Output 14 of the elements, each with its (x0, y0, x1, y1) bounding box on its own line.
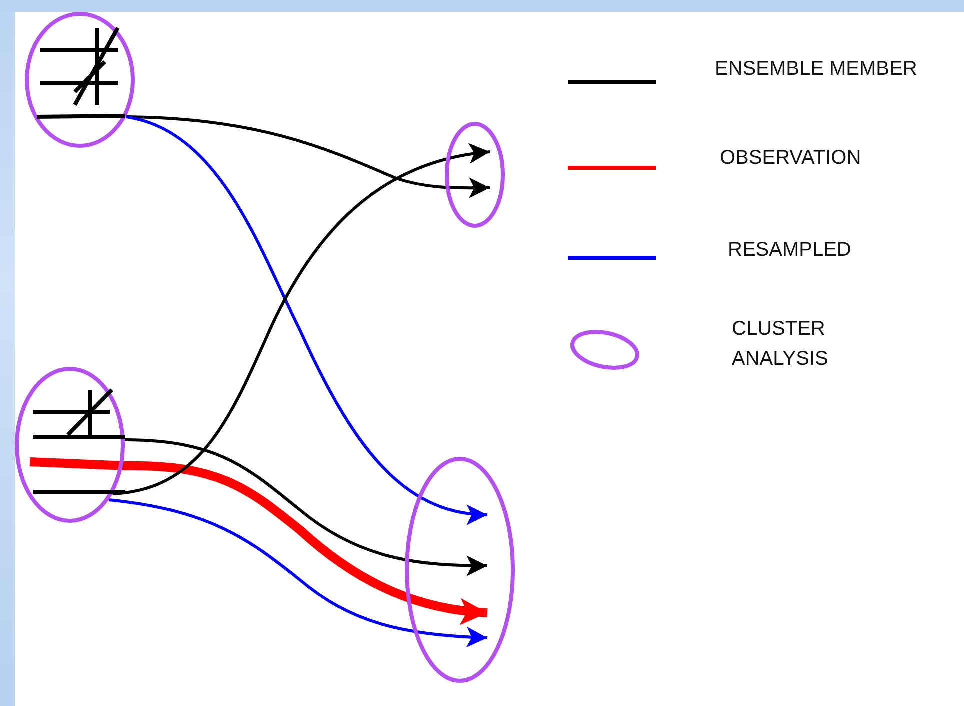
cluster-ellipse (445, 122, 505, 228)
arrow (126, 116, 488, 524)
cluster-ellipse (405, 457, 515, 683)
arrow (30, 458, 488, 625)
legend-text: CLUSTER ANALYSIS (732, 317, 830, 372)
legend-text: ENSEMBLE MEMBER (715, 57, 918, 82)
cluster-ellipse (15, 367, 125, 523)
arrow (112, 144, 490, 496)
arrow (126, 116, 490, 198)
cluster-ellipse (25, 12, 135, 148)
arrow (108, 498, 488, 648)
legend-text: RESAMPLED (728, 238, 852, 263)
arrow (124, 438, 488, 576)
legend-text: OBSERVATION (720, 146, 862, 171)
